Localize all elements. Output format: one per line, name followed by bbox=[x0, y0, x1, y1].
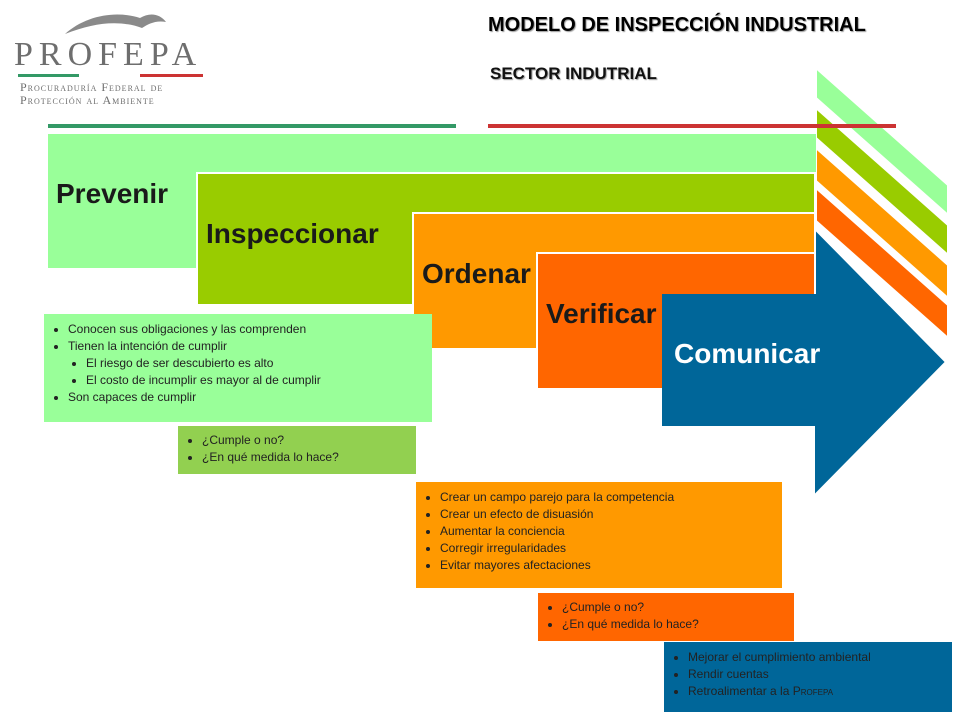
stage-label-inspeccionar: Inspeccionar bbox=[206, 218, 379, 249]
list-item: Son capaces de cumplir bbox=[68, 390, 426, 404]
stripe-ordenar bbox=[815, 145, 949, 301]
comunicar-bullet-list: Mejorar el cumplimiento ambiental Rendir… bbox=[670, 650, 946, 698]
stripe-verificar bbox=[815, 185, 949, 341]
list-item: Rendir cuentas bbox=[688, 667, 946, 681]
list-item: ¿Cumple o no? bbox=[562, 600, 788, 614]
list-item: ¿En qué medida lo hace? bbox=[202, 450, 410, 464]
ordenar-details-box: Crear un campo parejo para la competenci… bbox=[416, 482, 782, 588]
stage-label-ordenar: Ordenar bbox=[422, 258, 531, 289]
verificar-bullet-list: ¿Cumple o no? ¿En qué medida lo hace? bbox=[544, 600, 788, 631]
inspeccionar-details-box: ¿Cumple o no? ¿En qué medida lo hace? bbox=[178, 426, 416, 474]
stripe-prevenir bbox=[815, 65, 949, 218]
list-item: El costo de incumplir es mayor al de cum… bbox=[86, 373, 426, 387]
list-item: Conocen sus obligaciones y las comprende… bbox=[68, 322, 426, 336]
list-item: Aumentar la conciencia bbox=[440, 524, 776, 538]
red-divider-line bbox=[488, 124, 896, 128]
logo-subtitle-line1: Procuraduría Federal de bbox=[20, 80, 164, 94]
stage-label-comunicar: Comunicar bbox=[674, 338, 821, 369]
list-item: Retroalimentar a la Profepa bbox=[688, 684, 946, 698]
list-item-text: Retroalimentar a la bbox=[688, 684, 793, 698]
list-item: Tienen la intención de cumplir bbox=[68, 339, 426, 353]
logo-subtitle-line2: Protección al Ambiente bbox=[20, 93, 155, 107]
list-item: ¿Cumple o no? bbox=[202, 433, 410, 447]
list-item: Corregir irregularidades bbox=[440, 541, 776, 555]
green-divider-line bbox=[48, 124, 456, 128]
verificar-details-box: ¿Cumple o no? ¿En qué medida lo hace? bbox=[538, 593, 794, 641]
prevenir-details-box: Conocen sus obligaciones y las comprende… bbox=[44, 314, 432, 422]
list-item: ¿En qué medida lo hace? bbox=[562, 617, 788, 631]
ordenar-bullet-list: Crear un campo parejo para la competenci… bbox=[422, 490, 776, 572]
list-item: Crear un efecto de disuasión bbox=[440, 507, 776, 521]
logo-flag-line bbox=[18, 74, 203, 77]
list-item: Crear un campo parejo para la competenci… bbox=[440, 490, 776, 504]
prevenir-bullet-list: Conocen sus obligaciones y las comprende… bbox=[50, 322, 426, 404]
stage-label-verificar: Verificar bbox=[546, 298, 657, 329]
page-title: MODELO DE INSPECCIÓN INDUSTRIAL bbox=[488, 14, 866, 36]
list-item: El riesgo de ser descubierto es alto bbox=[86, 356, 426, 370]
inspeccionar-bullet-list: ¿Cumple o no? ¿En qué medida lo hace? bbox=[184, 433, 410, 464]
eagle-logo-icon bbox=[65, 14, 166, 34]
logo-wordmark: PROFEPA bbox=[14, 36, 203, 73]
list-item: Evitar mayores afectaciones bbox=[440, 558, 776, 572]
band-comunicar bbox=[662, 294, 816, 426]
page-subtitle: SECTOR INDUTRIAL bbox=[490, 64, 657, 83]
comunicar-details-box: Mejorar el cumplimiento ambiental Rendir… bbox=[664, 642, 952, 712]
list-item: Mejorar el cumplimiento ambiental bbox=[688, 650, 946, 664]
stage-label-prevenir: Prevenir bbox=[56, 178, 169, 209]
profepa-name: Profepa bbox=[792, 684, 834, 698]
stripe-inspeccionar bbox=[815, 105, 949, 258]
